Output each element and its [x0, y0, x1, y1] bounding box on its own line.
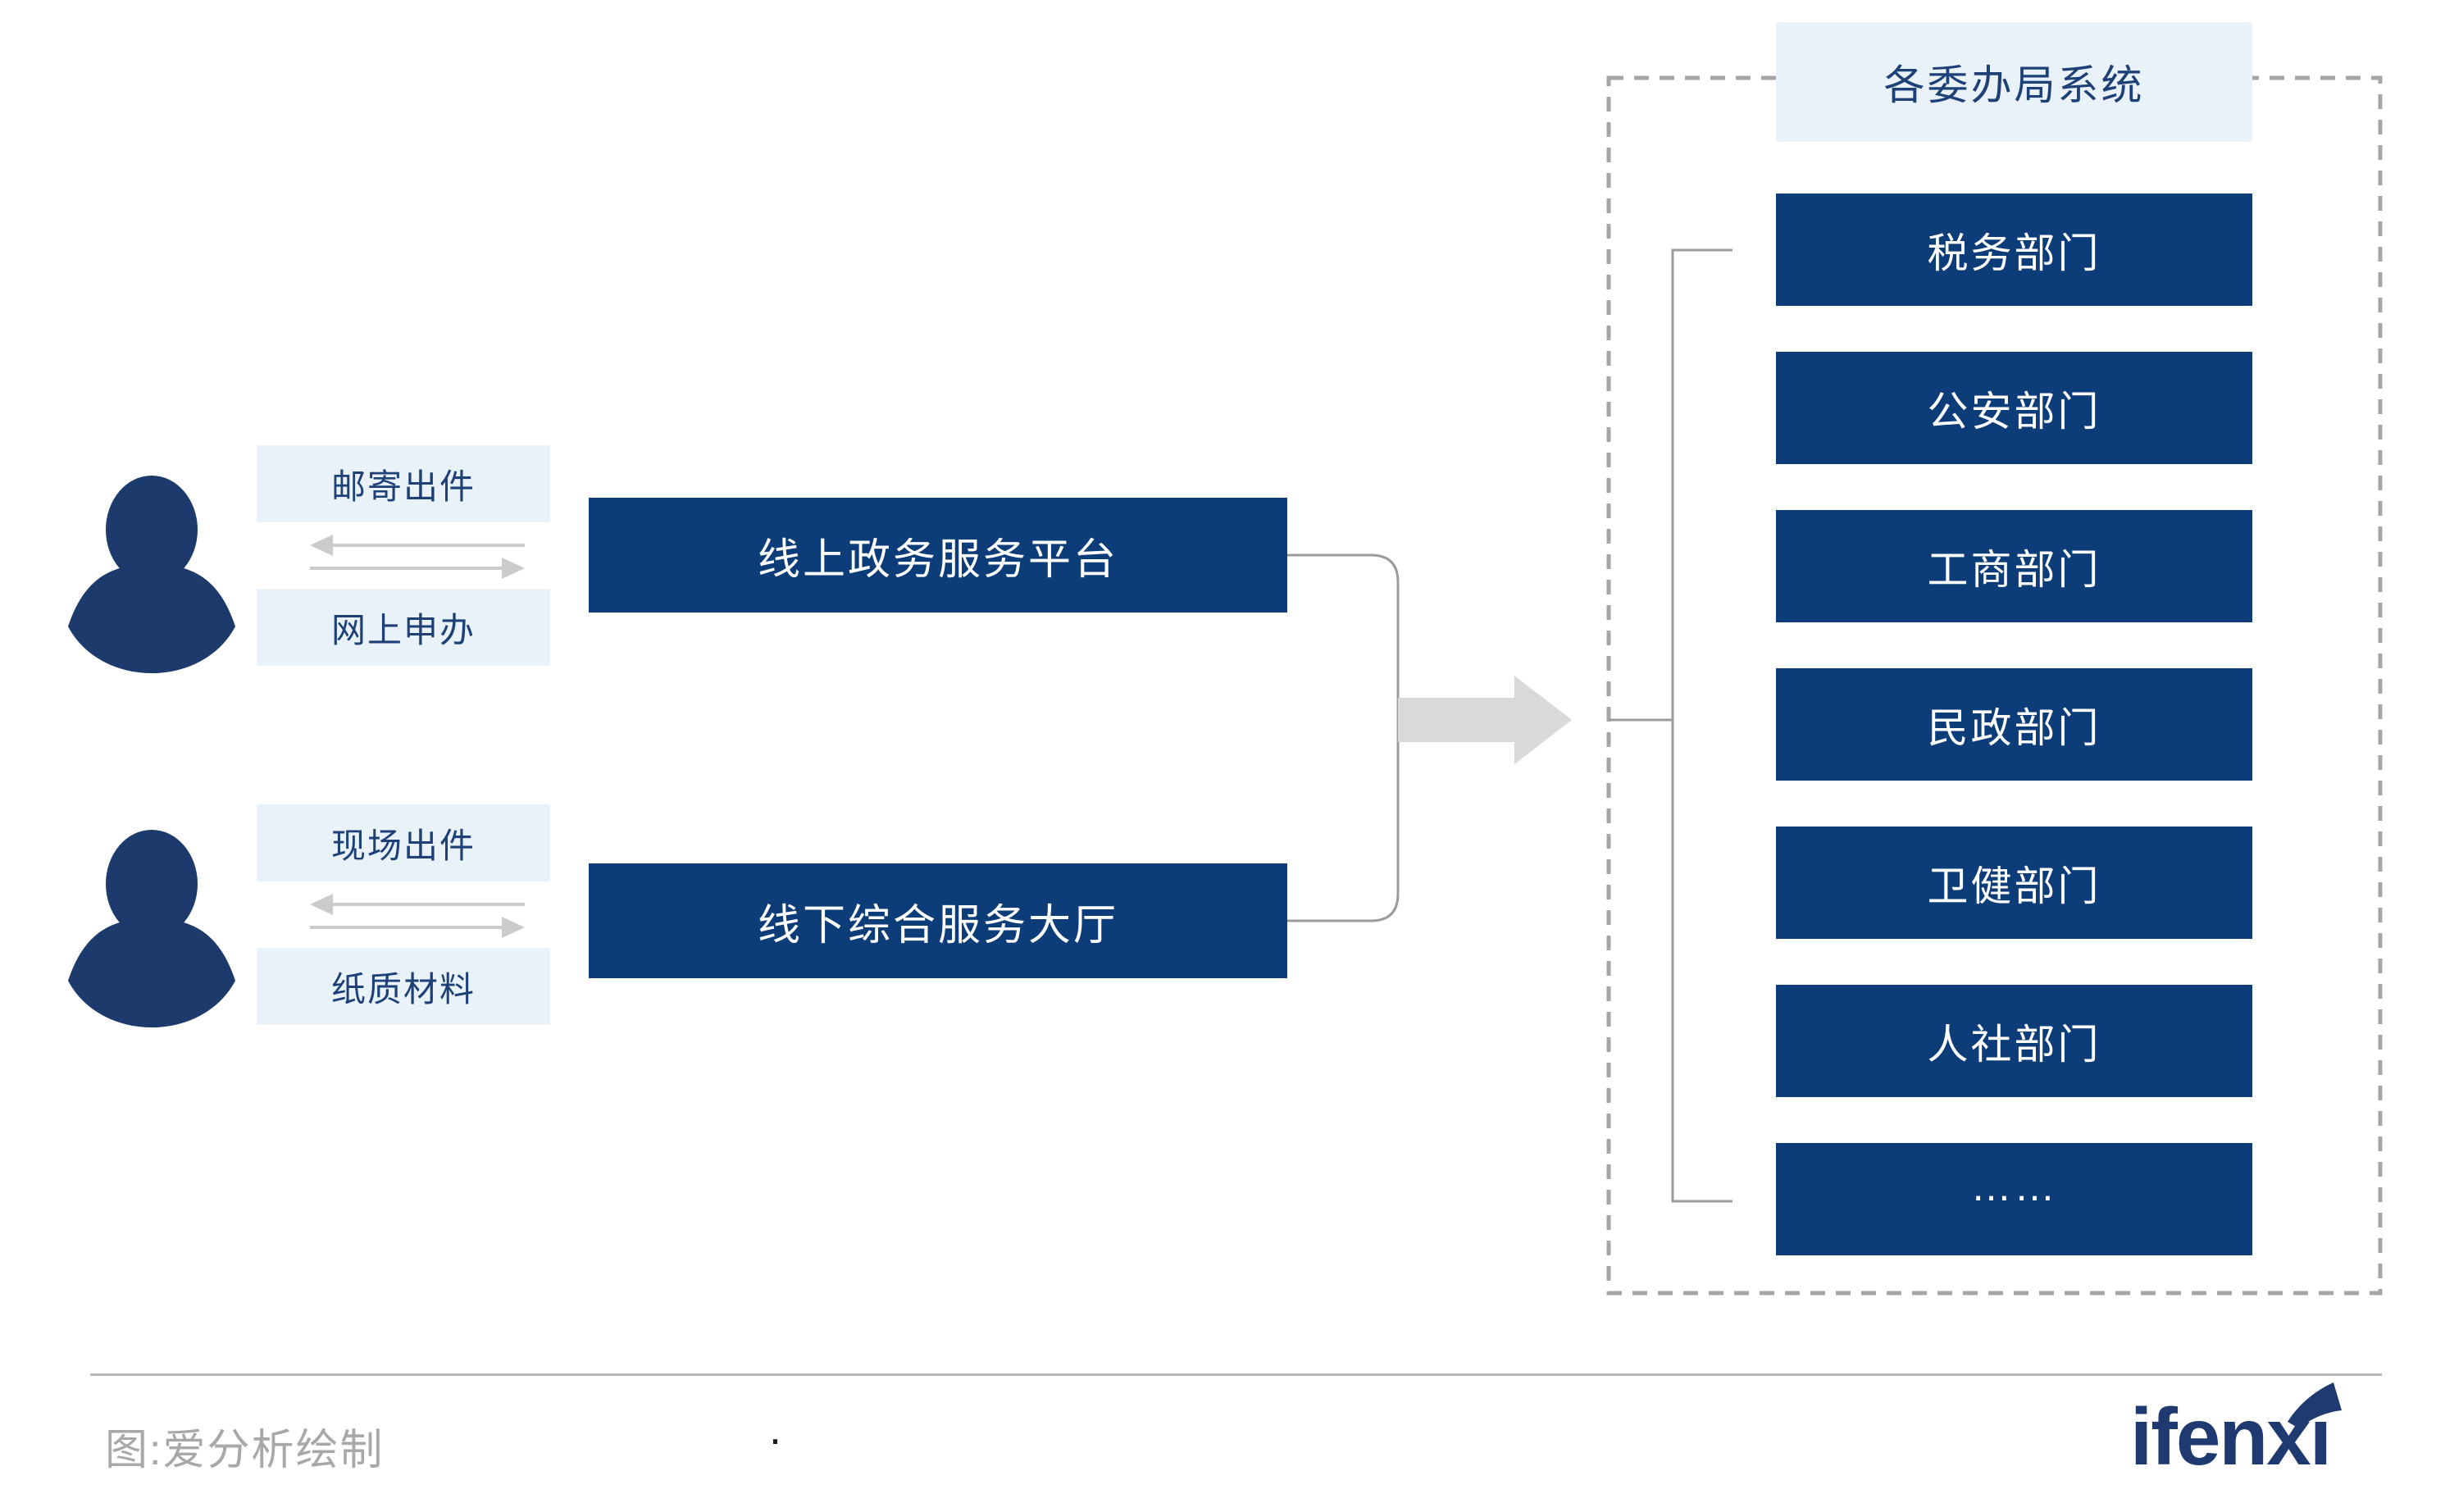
arrow-right-online [310, 558, 525, 579]
citizen-online-icon [68, 476, 235, 673]
arrow-shaft [310, 567, 502, 570]
department-box: 公安部门 [1776, 352, 2252, 464]
department-box: 人社部门 [1776, 985, 2252, 1097]
arrow-right-offline [310, 917, 525, 938]
arrow-left-head-icon [310, 535, 333, 556]
offline-receive-box: 现场出件 [257, 804, 550, 881]
logo-arrow-icon [2287, 1382, 2342, 1428]
offline-submit-label: 纸质材料 [330, 969, 476, 1009]
online-receive-box: 邮寄出件 [257, 445, 550, 522]
department-label: …… [1970, 1163, 2058, 1209]
department-label: 公安部门 [1927, 388, 2101, 435]
department-label: 卫健部门 [1927, 863, 2101, 909]
offline-platform-box: 线下综合服务大厅 [589, 863, 1287, 978]
arrow-left-head-icon [310, 894, 333, 915]
arrow-right-head-icon [502, 558, 525, 579]
stray-dot: . [769, 1405, 782, 1454]
systems-header: 各委办局系统 [1776, 22, 2252, 142]
online-submit-box: 网上申办 [257, 589, 550, 666]
department-box: 卫健部门 [1776, 827, 2252, 939]
departments-bracket [1671, 248, 1732, 1203]
department-label: 工商部门 [1927, 546, 2101, 593]
citizen-offline-icon [68, 830, 235, 1027]
department-box: 民政部门 [1776, 668, 2252, 781]
department-label: 民政部门 [1927, 704, 2101, 751]
figure-caption: 图:爱分析绘制 [105, 1427, 385, 1474]
online-submit-label: 网上申办 [330, 610, 476, 649]
department-box: …… [1776, 1143, 2252, 1255]
platform-merge-connector [1287, 553, 1400, 922]
offline-submit-box: 纸质材料 [257, 948, 550, 1025]
footer-divider [90, 1373, 2382, 1376]
arrow-shaft [333, 544, 525, 547]
department-label: 人社部门 [1927, 1021, 2101, 1068]
big-right-arrow-icon [1398, 676, 1572, 764]
arrow-left-online [310, 535, 525, 556]
online-platform-label: 线上政务服务平台 [757, 535, 1118, 584]
online-platform-box: 线上政务服务平台 [589, 498, 1287, 613]
online-receive-label: 邮寄出件 [330, 467, 476, 506]
arrow-left-offline [310, 894, 525, 915]
arrow-shaft [310, 926, 502, 929]
arrow-right-head-icon [502, 917, 525, 938]
offline-receive-label: 现场出件 [330, 826, 476, 865]
department-box: 工商部门 [1776, 510, 2252, 622]
department-list: 税务部门 公安部门 工商部门 民政部门 卫健部门 人社部门 …… [1776, 194, 2252, 1255]
brand-logo: ifenxı [2130, 1382, 2342, 1483]
systems-title: 各委办局系统 [1883, 62, 2145, 108]
brand-text: ifenx [2130, 1391, 2311, 1482]
department-label: 税务部门 [1927, 230, 2101, 276]
offline-platform-label: 线下综合服务大厅 [757, 901, 1118, 950]
department-box: 税务部门 [1776, 194, 2252, 306]
arrow-shaft [333, 903, 525, 906]
